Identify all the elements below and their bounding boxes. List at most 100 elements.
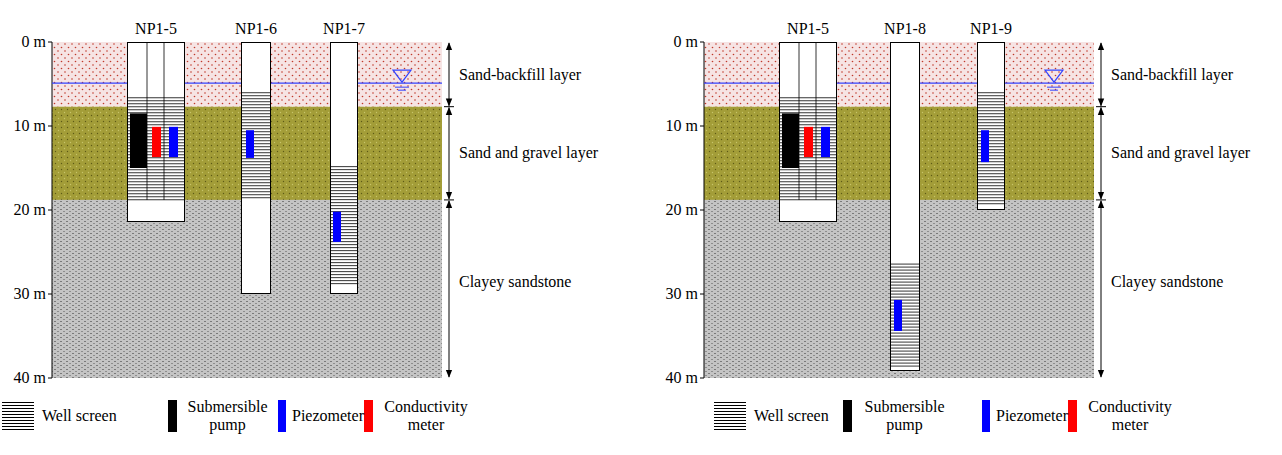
well-screen (330, 265, 358, 266)
well-screen (241, 116, 271, 117)
section-panel (700, 42, 1106, 378)
depth-label: 40 m (666, 368, 698, 388)
piezometer (169, 127, 178, 157)
well-screen (890, 279, 920, 280)
well-screen-symbol (2, 400, 34, 432)
well-casing: NP1-5 (779, 42, 837, 222)
well-screen (241, 197, 271, 198)
well-screen (977, 101, 1005, 102)
water-table-symbol (393, 70, 411, 82)
layer-bracket (1101, 108, 1102, 199)
well-screen (977, 125, 1005, 126)
well-screen (241, 161, 271, 162)
well-screen (330, 196, 358, 197)
well-screen (241, 179, 271, 180)
well-screen (330, 169, 358, 170)
well-screen (977, 110, 1005, 111)
piezometer (246, 130, 254, 158)
well-screen (241, 125, 271, 126)
well-screen (330, 175, 358, 176)
well-name: NP1-9 (970, 19, 1012, 39)
well-screen (779, 106, 837, 107)
layer-bracket-tick (444, 106, 454, 107)
submersible-pump (130, 113, 147, 168)
water-table-symbol (1045, 70, 1063, 82)
well-screen (890, 342, 920, 343)
water-table-symbol (1047, 87, 1061, 88)
legend-label: Submersible pump (857, 398, 952, 434)
well-screen (890, 348, 920, 349)
well-screen (890, 360, 920, 361)
well-screen (977, 92, 1005, 93)
water-table-symbol (398, 90, 406, 91)
well-screen (977, 164, 1005, 165)
well-screen (241, 170, 271, 171)
well-screen (330, 277, 358, 278)
depth-label: 20 m (666, 200, 698, 220)
well-screen (330, 184, 358, 185)
well-casing (330, 42, 358, 294)
well-screen (127, 199, 185, 200)
well-screen (241, 107, 271, 108)
well-screen (241, 104, 271, 105)
well-screen (127, 181, 185, 182)
well-screen (330, 256, 358, 257)
depth-tick (48, 126, 52, 127)
depth-tick (700, 126, 704, 127)
well-screen (779, 187, 837, 188)
well-name: NP1-8 (884, 19, 926, 39)
well-screen (977, 173, 1005, 174)
well-screen (779, 199, 837, 200)
well-screen (241, 176, 271, 177)
well-screen (977, 197, 1005, 198)
well-screen (241, 152, 271, 153)
well-name: NP1-5 (787, 19, 829, 39)
depth-tick (700, 294, 704, 295)
well-screen (127, 169, 185, 170)
legend-swatch (364, 400, 373, 432)
depth-label: 0 m (22, 32, 46, 52)
legend-label: Conductivity meter (376, 398, 476, 434)
well-screen (977, 170, 1005, 171)
layer-label: Sand and gravel layer (1111, 143, 1250, 163)
depth-label: 30 m (14, 284, 46, 304)
well-screen (890, 294, 920, 295)
water-table-symbol (1050, 90, 1058, 91)
well-screen (241, 140, 271, 141)
well-screen (330, 247, 358, 248)
well-screen (890, 267, 920, 268)
riser-pipe (816, 42, 817, 200)
well-screen (127, 187, 185, 188)
legend-swatch (982, 400, 990, 432)
well-screen (241, 158, 271, 159)
well-screen (330, 268, 358, 269)
layer-bracket (449, 201, 450, 377)
water-table-symbol (395, 87, 409, 88)
well-screen (241, 143, 271, 144)
layer-label: Clayey sandstone (459, 272, 571, 292)
legend-swatch (168, 400, 177, 432)
layer-bracket-tick (444, 199, 454, 200)
well-screen (127, 172, 185, 173)
well-screen (890, 333, 920, 334)
well-screen (890, 351, 920, 352)
depth-tick (700, 210, 704, 211)
well-screen (977, 116, 1005, 117)
well-screen (127, 193, 185, 194)
well-screen (241, 92, 271, 93)
well-screen (127, 109, 185, 110)
well-screen (241, 95, 271, 96)
well-screen (779, 190, 837, 191)
well-name: NP1-5 (135, 19, 177, 39)
well-screen (241, 113, 271, 114)
well-screen (779, 103, 837, 104)
well-screen (779, 193, 837, 194)
well-screen (241, 119, 271, 120)
legend-label: Piezometer (996, 407, 1076, 425)
well-screen (127, 196, 185, 197)
layer-bracket-tick (1096, 106, 1106, 107)
well-casing: NP1-9 (977, 42, 1005, 210)
submersible-pump (782, 113, 799, 168)
well-screen (127, 190, 185, 191)
well-screen (330, 178, 358, 179)
